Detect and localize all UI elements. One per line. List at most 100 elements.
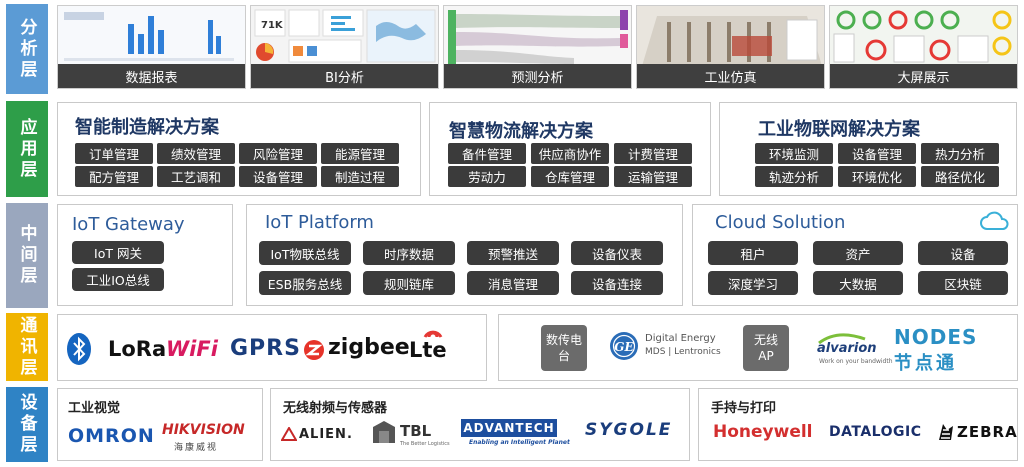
panel-manufacturing: 智能制造解决方案 订单管理 绩效管理 风险管理 能源管理 配方管理 工艺调和 设… — [57, 102, 421, 196]
iiot-title: 工业物联网解决方案 — [758, 119, 920, 140]
manufacturing-title: 智能制造解决方案 — [75, 117, 219, 138]
layer-tab-application: 应用层 — [6, 101, 48, 197]
panel-industrial-vision: 工业视觉 OMRON HIKVISION 海康威视 — [57, 388, 263, 461]
chip-transport-mgmt[interactable]: 运输管理 — [614, 166, 692, 187]
panel-radio-vendors: 数传电台 GE Digital Energy MDS | Lentronics … — [498, 314, 1018, 381]
wifi-logo: WiFi — [166, 337, 218, 361]
omron-logo: OMRON — [68, 425, 155, 447]
chip-iot-bus[interactable]: IoT物联总线 — [259, 241, 351, 265]
chip-iot-gateway[interactable]: IoT 网关 — [72, 241, 164, 264]
datalogic-logo: DATALOGIC — [829, 424, 922, 440]
honeywell-logo: Honeywell — [713, 422, 813, 442]
tbl-logo-icon — [373, 421, 395, 443]
chip-device-dashboard[interactable]: 设备仪表 — [571, 241, 663, 265]
chip-deep-learning[interactable]: 深度学习 — [708, 271, 798, 295]
chip-tenant[interactable]: 租户 — [708, 241, 798, 265]
chip-timeseries[interactable]: 时序数据 — [363, 241, 455, 265]
thumb-caption: 数据报表 — [58, 64, 245, 88]
alvarion-swoosh-icon — [818, 333, 866, 345]
sygole-logo: SYGOLE — [585, 420, 673, 440]
chip-wireless-ap[interactable]: 无线AP — [743, 325, 789, 371]
svg-text:GE: GE — [614, 340, 634, 354]
panel-cloud-solution: Cloud Solution 租户 资产 设备 深度学习 大数据 区块链 — [692, 204, 1018, 306]
thumb-prediction[interactable]: 预测分析 — [443, 5, 632, 89]
report-preview-image — [58, 6, 245, 68]
handheld-title: 手持与打印 — [711, 401, 777, 416]
panel-rfid-sensors: 无线射频与传感器 ALIEN. TBL The Better Logistics… — [270, 388, 690, 461]
chip-message-mgmt[interactable]: 消息管理 — [467, 271, 559, 295]
thumb-caption: BI分析 — [251, 64, 438, 88]
chip-heat-analysis[interactable]: 热力分析 — [921, 143, 999, 164]
nodes-logo: NODES — [894, 325, 978, 349]
alien-logo-icon — [281, 427, 297, 441]
chip-device-connect[interactable]: 设备连接 — [571, 271, 663, 295]
chip-recipe-mgmt[interactable]: 配方管理 — [75, 166, 153, 187]
bluetooth-icon — [67, 333, 91, 365]
simulation-preview-image — [637, 6, 824, 68]
chip-rule-chain[interactable]: 规则链库 — [363, 271, 455, 295]
chip-trajectory-analysis[interactable]: 轨迹分析 — [755, 166, 833, 187]
hikvision-logo: HIKVISION — [162, 422, 245, 438]
layer-tab-device: 设备层 — [6, 387, 48, 462]
chip-data-radio-station[interactable]: 数传电台 — [541, 325, 587, 371]
advantech-logo: ADVANTECH — [461, 419, 557, 437]
alien-logo: ALIEN. — [299, 427, 353, 442]
thumb-simulation[interactable]: 工业仿真 — [636, 5, 825, 89]
chip-spare-parts[interactable]: 备件管理 — [448, 143, 526, 164]
platform-title: IoT Platform — [265, 212, 374, 233]
chip-order-mgmt[interactable]: 订单管理 — [75, 143, 153, 164]
tbl-tagline: The Better Logistics — [400, 441, 450, 447]
chip-industrial-io-bus[interactable]: 工业IO总线 — [72, 268, 164, 291]
zebra-logo: ZEBRA — [957, 423, 1018, 441]
chip-esb-bus[interactable]: ESB服务总线 — [259, 271, 351, 295]
thumb-caption: 大屏展示 — [830, 64, 1017, 88]
lte-logo: Lte — [409, 338, 447, 362]
advantech-tagline: Enabling an Intelligent Planet — [469, 439, 570, 446]
chip-equipment-mgmt-iiot[interactable]: 设备管理 — [838, 143, 916, 164]
chip-alert-push[interactable]: 预警推送 — [467, 241, 559, 265]
chip-billing-mgmt[interactable]: 计费管理 — [614, 143, 692, 164]
bi-preview-image — [251, 6, 438, 68]
chip-manufacturing-process[interactable]: 制造过程 — [321, 166, 399, 187]
chip-performance-mgmt[interactable]: 绩效管理 — [157, 143, 235, 164]
chip-process-tuning[interactable]: 工艺调和 — [157, 166, 235, 187]
alvarion-logo: alvarion — [817, 341, 877, 356]
chip-warehouse-mgmt[interactable]: 仓库管理 — [531, 166, 609, 187]
zigbee-logo: zigbee — [328, 335, 410, 360]
rfid-title: 无线射频与传感器 — [283, 401, 388, 416]
chip-env-monitoring[interactable]: 环境监测 — [755, 143, 833, 164]
chip-energy-mgmt[interactable]: 能源管理 — [321, 143, 399, 164]
hikvision-cn-logo: 海康威视 — [174, 443, 219, 453]
chip-device[interactable]: 设备 — [918, 241, 1008, 265]
panel-logistics: 智慧物流解决方案 备件管理 供应商协作 计费管理 劳动力 仓库管理 运输管理 — [429, 102, 711, 196]
thumb-data-report[interactable]: 数据报表 — [57, 5, 246, 89]
cloud-icon — [980, 211, 1009, 230]
layer-tab-middle: 中间层 — [6, 203, 48, 308]
prediction-preview-image — [444, 6, 631, 68]
lora-logo: LoRa — [108, 337, 167, 361]
lte-signal-icon — [423, 330, 443, 338]
panel-iot-platform: IoT Platform IoT物联总线 时序数据 预警推送 设备仪表 ESB服… — [246, 204, 683, 306]
panel-iiot: 工业物联网解决方案 环境监测 设备管理 热力分析 轨迹分析 环境优化 路径优化 — [719, 102, 1017, 196]
chip-route-optimization[interactable]: 路径优化 — [921, 166, 999, 187]
layer-tab-analysis: 分析层 — [6, 4, 48, 94]
zigbee-icon — [304, 340, 324, 360]
panel-protocols: LoRa WiFi GPRS zigbee Lte — [57, 314, 487, 381]
ge-line1: Digital Energy — [645, 333, 716, 344]
big-screen-preview-image — [830, 6, 1017, 68]
chip-big-data[interactable]: 大数据 — [813, 271, 903, 295]
bi-kpi-value: 71K — [261, 20, 283, 31]
thumb-bi-analysis[interactable]: 71K BI分析 — [250, 5, 439, 89]
chip-blockchain[interactable]: 区块链 — [918, 271, 1008, 295]
chip-labor[interactable]: 劳动力 — [448, 166, 526, 187]
chip-equipment-mgmt[interactable]: 设备管理 — [239, 166, 317, 187]
chip-risk-mgmt[interactable]: 风险管理 — [239, 143, 317, 164]
gprs-logo: GPRS — [230, 336, 301, 361]
vision-title: 工业视觉 — [68, 401, 121, 416]
panel-handheld-print: 手持与打印 Honeywell DATALOGIC ZEBRA — [698, 388, 1018, 461]
cloud-title: Cloud Solution — [715, 212, 846, 233]
chip-asset[interactable]: 资产 — [813, 241, 903, 265]
chip-env-optimization[interactable]: 环境优化 — [838, 166, 916, 187]
chip-supplier-collab[interactable]: 供应商协作 — [531, 143, 609, 164]
thumb-big-screen[interactable]: 大屏展示 — [829, 5, 1018, 89]
